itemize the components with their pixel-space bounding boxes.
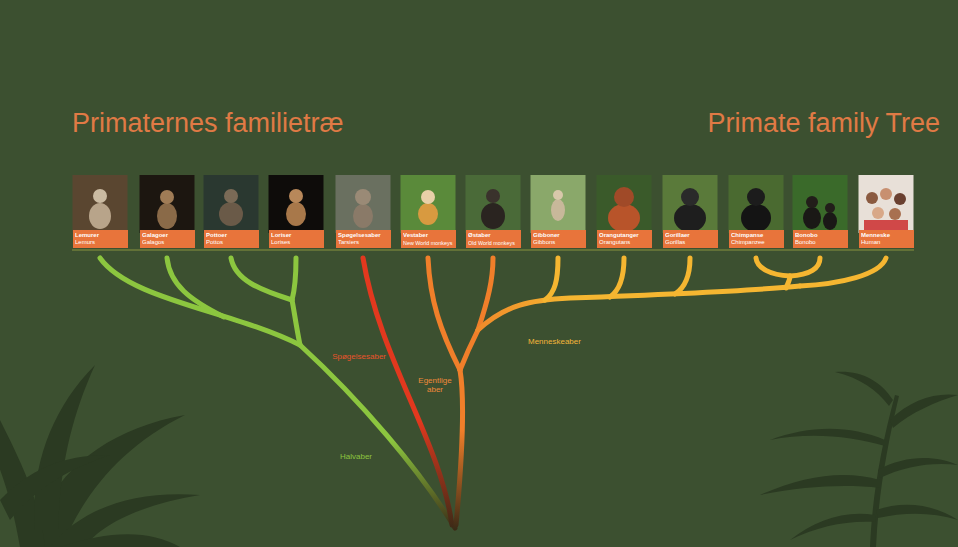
name-card: PottoerPottos (204, 230, 259, 248)
danish-name: Menneske (861, 232, 911, 239)
leaf (34, 365, 95, 530)
english-name: Lemurs (75, 239, 125, 246)
name-card: VestaberNew World monkeys (401, 230, 456, 248)
tree-branch (300, 345, 455, 528)
branch-label: Menneskeaber (528, 337, 581, 346)
danish-name: Gorillaer (665, 232, 715, 239)
leaf (60, 534, 180, 547)
english-name: Galagos (142, 239, 192, 246)
english-name: Gibbons (533, 239, 583, 246)
title: Primaternes familietræ (72, 108, 344, 139)
english-name: New World monkeys (403, 240, 453, 246)
english-name: Pottos (206, 239, 256, 246)
leaf (50, 494, 200, 547)
tree-branch (428, 258, 460, 370)
tree-branch (456, 370, 463, 525)
name-card: BonoboBonobo (793, 230, 848, 248)
leaf (876, 505, 958, 520)
photo-orangutan (597, 175, 652, 233)
tree-branch (756, 258, 790, 276)
palm-leaves (0, 365, 200, 547)
english-title: Primate family Tree (707, 108, 940, 139)
danish-name: Chimpanse (731, 232, 781, 239)
leaf (790, 514, 876, 540)
photo-humans (859, 175, 914, 233)
leaf (835, 372, 893, 406)
danish-name: Vestaber (403, 232, 453, 239)
photo-new-world-monkey (401, 175, 456, 233)
name-card: LemurerLemurs (73, 230, 128, 248)
leaf (0, 455, 110, 520)
tree-branch (231, 258, 292, 300)
photo-loris (269, 175, 324, 233)
english-name: Human (861, 239, 911, 246)
name-card: GibbonerGibbons (531, 230, 586, 248)
danish-name: Loriser (271, 232, 321, 239)
photo-lemur (73, 175, 128, 233)
leaf (890, 394, 958, 428)
bamboo-leaves (760, 372, 958, 547)
tree-branch (545, 258, 558, 300)
danish-name: Lemurer (75, 232, 125, 239)
name-card: ØstaberOld World monkeys (466, 230, 521, 248)
tree-branch (478, 286, 800, 330)
tree-branch (167, 258, 224, 317)
name-card: ChimpanseChimpanzee (729, 230, 784, 248)
tree-branch (292, 258, 296, 300)
branch-label: Spøgelsesaber (332, 352, 386, 361)
english-name: Chimpanzee (731, 239, 781, 246)
tree-branch (675, 258, 690, 294)
danish-name: Galagoer (142, 232, 192, 239)
photo-old-world-monkey (466, 175, 521, 233)
photo-gorilla (663, 175, 718, 233)
photo-potto (204, 175, 259, 233)
tree-branch (790, 258, 820, 276)
english-name: Orangutans (599, 239, 649, 246)
english-name: Bonobo (795, 239, 845, 246)
photo-bonobo (793, 175, 848, 233)
name-card: GalagoerGalagos (140, 230, 195, 248)
name-card: LoriserLorises (269, 230, 324, 248)
english-name: Tarsiers (338, 239, 388, 246)
halvaber-branches (100, 258, 455, 528)
english-name: Gorillas (665, 239, 715, 246)
danish-name: Pottoer (206, 232, 256, 239)
menneskeaber-branches (545, 258, 886, 300)
name-card: OrangutangerOrangutans (597, 230, 652, 248)
name-card: SpøgelsesaberTarsiers (336, 230, 391, 248)
danish-name: Spøgelsesaber (338, 232, 388, 239)
danish-name: Østaber (468, 232, 518, 239)
danish-name: Bonobo (795, 232, 845, 239)
tree-branch (460, 330, 478, 370)
tree-branch (610, 258, 624, 297)
tree-branch (100, 258, 300, 345)
danish-name: Gibboner (533, 232, 583, 239)
english-name: Lorises (271, 239, 321, 246)
photo-chimpanzee (729, 175, 784, 233)
name-card: GorillaerGorillas (663, 230, 718, 248)
leaf (760, 475, 880, 495)
leaf (770, 429, 885, 446)
tree-branch (292, 300, 300, 345)
branch-label: Egentlige aber (415, 376, 455, 394)
leaf (878, 458, 958, 478)
photo-tarsier (336, 175, 391, 233)
name-card: MenneskeHuman (859, 230, 914, 248)
danish-name: Orangutanger (599, 232, 649, 239)
photo-galago (140, 175, 195, 233)
branch-label: Halvaber (340, 452, 372, 461)
shelf-line (72, 249, 914, 251)
photo-gibbon (531, 175, 586, 233)
family-tree (100, 258, 886, 528)
english-name: Old World monkeys (468, 240, 518, 246)
animal-photos (73, 175, 914, 233)
